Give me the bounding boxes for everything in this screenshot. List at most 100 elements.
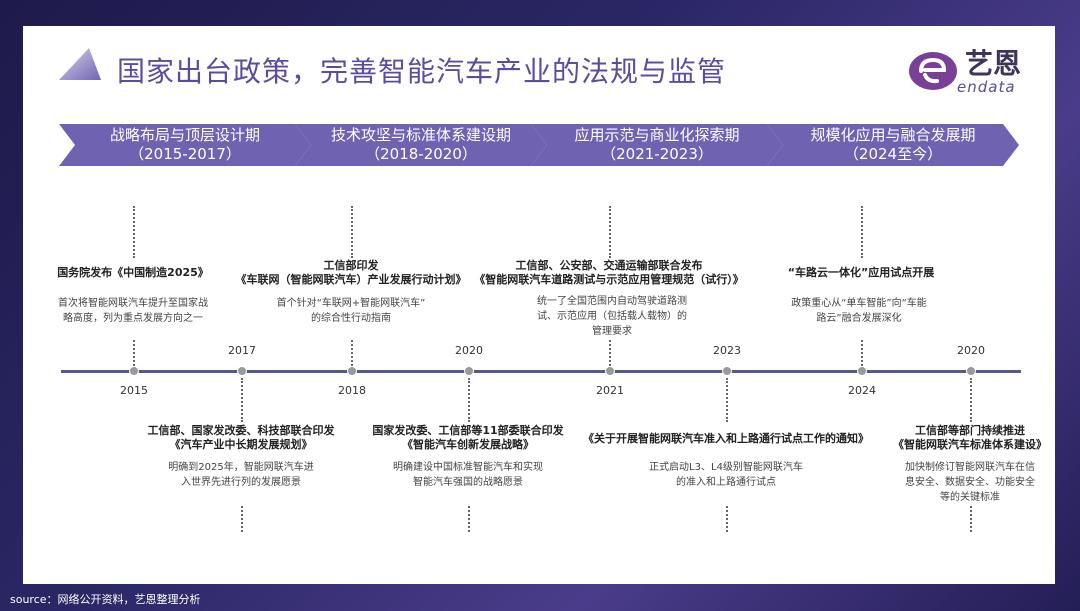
event-desc-line: 明确建设中国标准智能汽车和实现 [393, 462, 543, 473]
event-desc-line: 路云”融合发展深化 [816, 313, 902, 324]
year-label: 2018 [338, 384, 366, 397]
event-title: 《关于开展智能网联汽车准入和上路通行试点工作的通知》 [583, 432, 869, 445]
connector-top [133, 206, 135, 258]
connector-bottom [468, 506, 470, 532]
slide-card: 国家出台政策，完善智能汽车产业的法规与监管 艺恩 endata 战略布局与顶层设… [23, 26, 1055, 584]
year-label: 2021 [596, 384, 624, 397]
connector-axis [133, 340, 135, 366]
phase-chevron-shape [295, 124, 547, 166]
title-triangle-icon [59, 48, 101, 80]
phase-4-title: 规模化应用与融合发展期 [810, 126, 976, 144]
year-label: 2023 [713, 344, 741, 357]
logo-en-text: endata [957, 78, 1016, 96]
event-desc-line: 加快制修订智能网联汽车在信 [905, 462, 1035, 473]
phase-4: 规模化应用与融合发展期（2024至今） [767, 124, 1019, 166]
connector-axis [970, 378, 972, 422]
event-title-line: 工信部印发 [323, 259, 379, 272]
event-title: 国务院发布《中国制造2025》 [57, 266, 209, 279]
event-desc-line: 等的关键标准 [940, 492, 1000, 503]
year-label: 2020 [957, 344, 985, 357]
phase-2-title: 技术攻坚与标准体系建设期 [330, 126, 511, 144]
timeline-dot [347, 366, 357, 376]
event-desc-line: 统一了全国范围内自动驾驶道路测 [537, 296, 687, 307]
event-desc-line: 管理要求 [592, 326, 632, 337]
logo-cn-text: 艺恩 [965, 47, 1022, 80]
connector-top [861, 206, 863, 258]
timeline-dot [722, 366, 732, 376]
event-title-line: 《车联网（智能网联汽车）产业发展行动计划》 [235, 273, 467, 286]
event-title-line: 工信部等部门持续推进 [915, 424, 1025, 437]
event-desc-line: 智能汽车强国的战略愿景 [413, 477, 523, 488]
phase-3-years: （2021-2023） [601, 145, 713, 163]
event-desc-line: 的综合性行动指南 [311, 313, 391, 324]
endata-e-icon [909, 52, 957, 90]
event-title: 工信部印发 《车联网（智能网联汽车）产业发展行动计划》 [211, 259, 491, 287]
event-desc-line: 试、示范应用（包括载人载物）的 [537, 311, 687, 322]
timeline-dot [129, 366, 139, 376]
timeline-dot [966, 366, 976, 376]
event-title: “车路云一体化”应用试点开展 [787, 266, 935, 279]
event-title: 工信部等部门持续推进 《智能网联汽车标准体系建设》 [885, 424, 1055, 452]
year-label: 2017 [228, 344, 256, 357]
phase-4-years: （2024至今） [843, 145, 943, 163]
event-title-line: 《智能网联汽车标准体系建设》 [893, 438, 1047, 451]
connector-top [609, 206, 611, 258]
event-title-line: 工信部、公安部、交通运输部联合发布 [515, 259, 703, 272]
event-title-line: 国家发改委、工信部等11部委联合印发 [372, 424, 564, 437]
connector-top [351, 206, 353, 258]
event-title: 国家发改委、工信部等11部委联合印发 《智能汽车创新发展战略》 [358, 424, 578, 452]
event-desc-line: 息安全、数据安全、功能安全 [905, 477, 1035, 488]
connector-bottom [726, 506, 728, 532]
event-title-line: 《智能汽车创新发展战略》 [402, 438, 534, 451]
connector-axis [609, 340, 611, 366]
event-desc: 首次将智能网联汽车提升至国家战 略高度，列为重点发展方向之一 [53, 296, 213, 326]
phase-3: 应用示范与商业化探索期（2021-2023） [531, 124, 783, 166]
timeline-dot [464, 366, 474, 376]
event-title-line: 《智能网联汽车道路测试与示范应用管理规范（试行）》 [474, 273, 744, 286]
source-note: source：网络公开资料，艺恩整理分析 [10, 593, 201, 606]
phase-2-years: （2018-2020） [365, 145, 477, 163]
phase-chevron-shape [767, 124, 1019, 166]
phase-chevron-shape [531, 124, 783, 166]
timeline-dot [237, 366, 247, 376]
event-desc: 首个针对“车联网+智能网联汽车” 的综合性行动指南 [261, 296, 441, 326]
event-desc-line: 入世界先进行列的发展愿景 [181, 477, 301, 488]
phase-3-title: 应用示范与商业化探索期 [574, 126, 740, 144]
event-desc-line: 略高度，列为重点发展方向之一 [63, 313, 203, 324]
phase-1-years: （2015-2017） [129, 145, 241, 163]
phase-chevron-shape [59, 124, 311, 166]
event-desc: 政策重心从“单车智能”向“车能 路云”融合发展深化 [779, 296, 939, 326]
connector-axis [351, 340, 353, 366]
connector-axis [241, 378, 243, 422]
year-label: 2024 [848, 384, 876, 397]
timeline-axis [61, 370, 1021, 373]
connector-bottom [241, 506, 243, 532]
event-desc-line: 政策重心从“单车智能”向“车能 [791, 298, 927, 309]
connector-bottom [970, 506, 972, 532]
event-desc-line: 明确到2025年，智能网联汽车进 [168, 462, 314, 473]
event-desc-line: 首次将智能网联汽车提升至国家战 [58, 298, 208, 309]
event-desc: 统一了全国范围内自动驾驶道路测 试、示范应用（包括载人载物）的 管理要求 [527, 294, 697, 339]
event-title: 工信部、公安部、交通运输部联合发布 《智能网联汽车道路测试与示范应用管理规范（试… [449, 259, 769, 287]
timeline-dot [605, 366, 615, 376]
event-title-line: 工信部、国家发改委、科技部联合印发 [147, 424, 335, 437]
phase-1-title: 战略布局与顶层设计期 [109, 126, 260, 144]
page-title: 国家出台政策，完善智能汽车产业的法规与监管 [117, 55, 727, 88]
connector-axis [468, 378, 470, 422]
endata-logo: 艺恩 endata [907, 40, 1047, 100]
event-desc: 正式启动L3、L4级别智能网联汽车 的准入和上路通行试点 [641, 460, 811, 490]
event-desc-line: 首个针对“车联网+智能网联汽车” [276, 298, 426, 309]
timeline-dot [857, 366, 867, 376]
event-desc: 明确建设中国标准智能汽车和实现 智能汽车强国的战略愿景 [388, 460, 548, 490]
event-desc-line: 的准入和上路通行试点 [676, 477, 776, 488]
event-desc: 加快制修订智能网联汽车在信 息安全、数据安全、功能安全 等的关键标准 [895, 460, 1045, 505]
event-desc-line: 正式启动L3、L4级别智能网联汽车 [649, 462, 803, 473]
event-title-line: 《汽车产业中长期发展规划》 [169, 438, 313, 451]
event-desc: 明确到2025年，智能网联汽车进 入世界先进行列的发展愿景 [161, 460, 321, 490]
connector-axis [726, 378, 728, 422]
year-label: 2015 [120, 384, 148, 397]
year-label: 2020 [455, 344, 483, 357]
phase-2: 技术攻坚与标准体系建设期（2018-2020） [295, 124, 547, 166]
connector-axis [861, 340, 863, 366]
phase-1: 战略布局与顶层设计期（2015-2017） [59, 124, 311, 166]
